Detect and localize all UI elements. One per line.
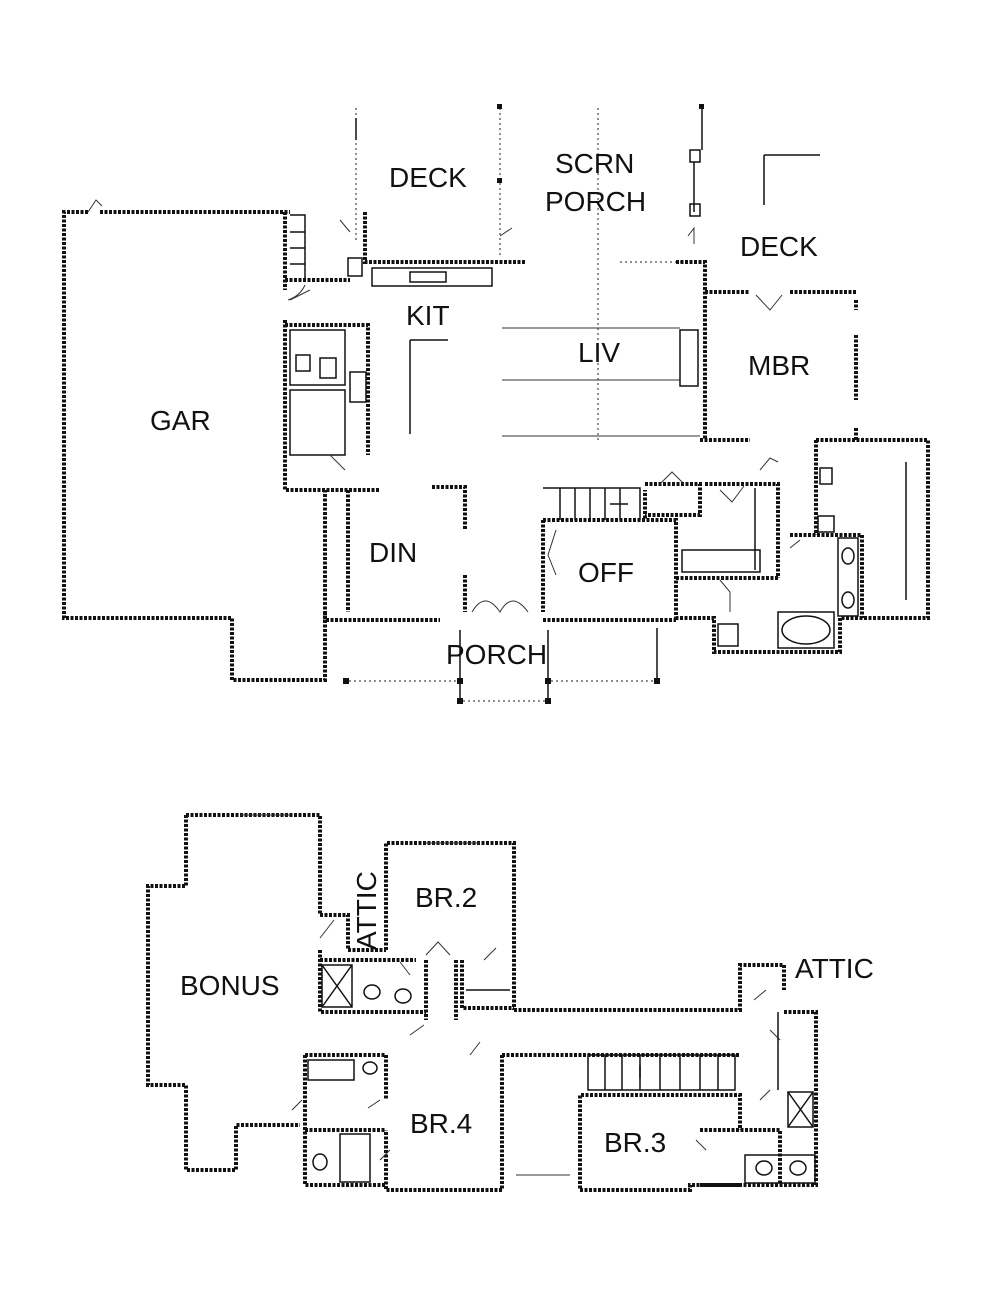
room-label-deck-left: DECK <box>389 162 467 193</box>
exterior-walls <box>62 199 930 704</box>
rear-deck-outline <box>355 104 820 440</box>
first-floor-plan: DECK SCRN PORCH DECK KIT LIV MBR GAR DIN… <box>62 104 930 704</box>
room-label-attic-right: ATTIC <box>795 953 874 984</box>
room-label-bedroom-2: BR.2 <box>415 882 477 913</box>
room-label-dining: DIN <box>369 537 417 568</box>
room-label-attic-left: ATTIC <box>351 871 382 950</box>
first-floor-doors <box>287 284 783 613</box>
room-label-deck-right: DECK <box>740 231 818 262</box>
room-label-porch-screened: PORCH <box>545 186 646 217</box>
second-floor-interior <box>291 919 816 1185</box>
room-label-scrn: SCRN <box>555 148 634 179</box>
room-label-bonus: BONUS <box>180 970 280 1001</box>
room-label-living: LIV <box>578 337 620 368</box>
room-label-office: OFF <box>578 557 634 588</box>
room-label-bedroom-3: BR.3 <box>604 1127 666 1158</box>
room-label-master-bedroom: MBR <box>748 350 810 381</box>
second-floor-exterior-walls <box>146 813 818 1192</box>
room-label-kitchen: KIT <box>406 300 450 331</box>
interior-walls <box>285 214 907 649</box>
room-label-garage: GAR <box>150 405 211 436</box>
room-label-bedroom-4: BR.4 <box>410 1108 472 1139</box>
second-floor-plan: BONUS ATTIC BR.2 ATTIC BR.4 BR.3 <box>146 813 874 1192</box>
room-label-front-porch: PORCH <box>446 639 547 670</box>
